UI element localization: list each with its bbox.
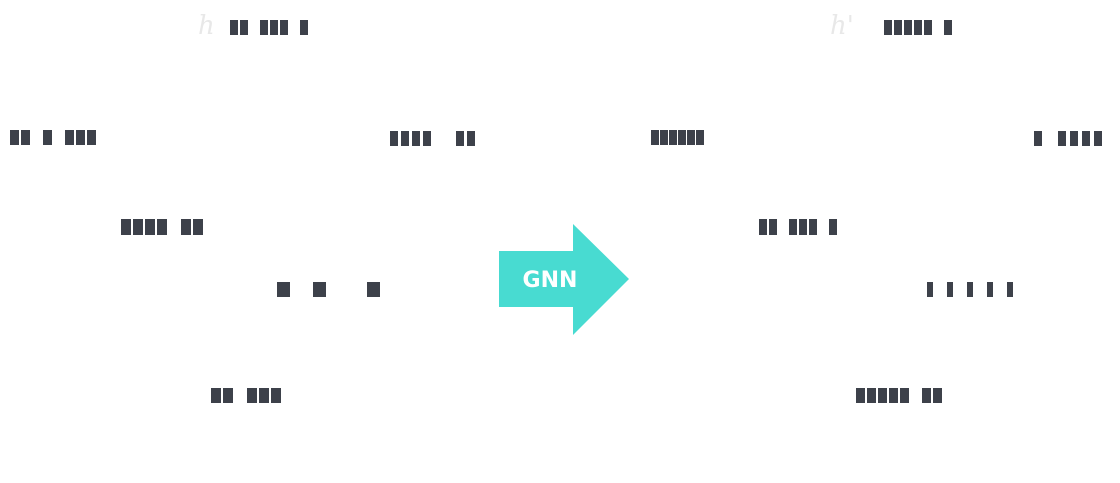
right-row-6-bar-4 [889, 388, 898, 403]
left-row-3-bar-3 [145, 219, 155, 235]
left-row-3-bar-1 [121, 219, 131, 235]
right-row-6-bar-3 [878, 388, 887, 403]
left-row-3-bar-7 [193, 219, 203, 235]
right-row-2-bar-5 [687, 130, 695, 145]
left-row-4-bar-4 [423, 131, 431, 146]
left-row-1-bar-6 [280, 20, 288, 35]
right-row-1-bar-2 [894, 20, 902, 35]
right-row-2-bar-3 [669, 130, 677, 145]
left-row-1-bar-8 [300, 20, 308, 35]
left-row-4-bar-1 [390, 131, 398, 146]
left-row-2-bar-7 [76, 130, 85, 145]
right-row-6-bar-7 [922, 388, 931, 403]
left-row-4-bar-2 [401, 131, 409, 146]
left-row-5-bar-1 [277, 282, 290, 297]
gnn-arrow: GNN [499, 224, 629, 335]
left-row-1-bar-4 [260, 20, 268, 35]
right-row-6-bar-5 [900, 388, 909, 403]
left-row-4-bar-3 [412, 131, 420, 146]
left-row-2-bar-2 [21, 130, 30, 145]
right-row-6-bar-8 [933, 388, 942, 403]
right-row-1-bar-5 [924, 20, 932, 35]
left-h-label: h [198, 11, 215, 41]
right-row-2-bar-6 [696, 130, 704, 145]
right-row-1-bar-3 [904, 20, 912, 35]
right-feature-group [651, 20, 1102, 403]
right-row-3-bar-1 [1034, 131, 1042, 146]
left-feature-group [10, 20, 475, 403]
right-row-6-bar-2 [867, 388, 876, 403]
left-row-1-bar-2 [240, 20, 248, 35]
left-row-4-bar-8 [467, 131, 475, 146]
right-row-5-bar-5 [967, 282, 973, 297]
right-row-4-bar-2 [769, 219, 777, 235]
arrow-shape [499, 224, 629, 335]
right-row-2-bar-4 [678, 130, 686, 145]
right-row-2-bar-1 [651, 130, 659, 145]
left-row-2-bar-8 [87, 130, 96, 145]
left-row-6-bar-6 [271, 388, 281, 403]
right-row-5-bar-3 [947, 282, 953, 297]
arrow-label: GNN [523, 268, 578, 293]
left-row-3-bar-2 [133, 219, 143, 235]
right-row-1-bar-4 [914, 20, 922, 35]
left-row-3-bar-6 [181, 219, 191, 235]
right-row-4-bar-6 [809, 219, 817, 235]
right-row-3-bar-3 [1058, 131, 1066, 146]
right-row-1-bar-7 [944, 20, 952, 35]
right-row-5-bar-9 [1007, 282, 1013, 297]
right-row-4-bar-5 [799, 219, 807, 235]
right-row-6-bar-1 [856, 388, 865, 403]
left-row-1-bar-1 [230, 20, 238, 35]
right-row-4-bar-4 [789, 219, 797, 235]
right-h-prime-label: h' [830, 11, 854, 41]
left-row-5-bar-6 [367, 282, 380, 297]
right-row-1-bar-1 [884, 20, 892, 35]
left-row-4-bar-7 [456, 131, 464, 146]
right-row-2-bar-2 [660, 130, 668, 145]
right-row-3-bar-5 [1082, 131, 1090, 146]
left-row-5-bar-3 [313, 282, 326, 297]
right-row-4-bar-8 [829, 219, 837, 235]
right-row-5-bar-1 [927, 282, 933, 297]
right-row-3-bar-6 [1094, 131, 1102, 146]
left-row-3-bar-4 [157, 219, 167, 235]
right-row-4-bar-1 [759, 219, 767, 235]
right-row-3-bar-4 [1070, 131, 1078, 146]
left-row-1-bar-5 [270, 20, 278, 35]
left-row-6-bar-1 [211, 388, 221, 403]
left-row-6-bar-4 [247, 388, 257, 403]
left-row-6-bar-2 [223, 388, 233, 403]
left-row-2-bar-4 [43, 130, 52, 145]
left-row-2-bar-1 [10, 130, 19, 145]
right-row-5-bar-7 [987, 282, 993, 297]
left-row-2-bar-6 [65, 130, 74, 145]
left-row-6-bar-5 [259, 388, 269, 403]
